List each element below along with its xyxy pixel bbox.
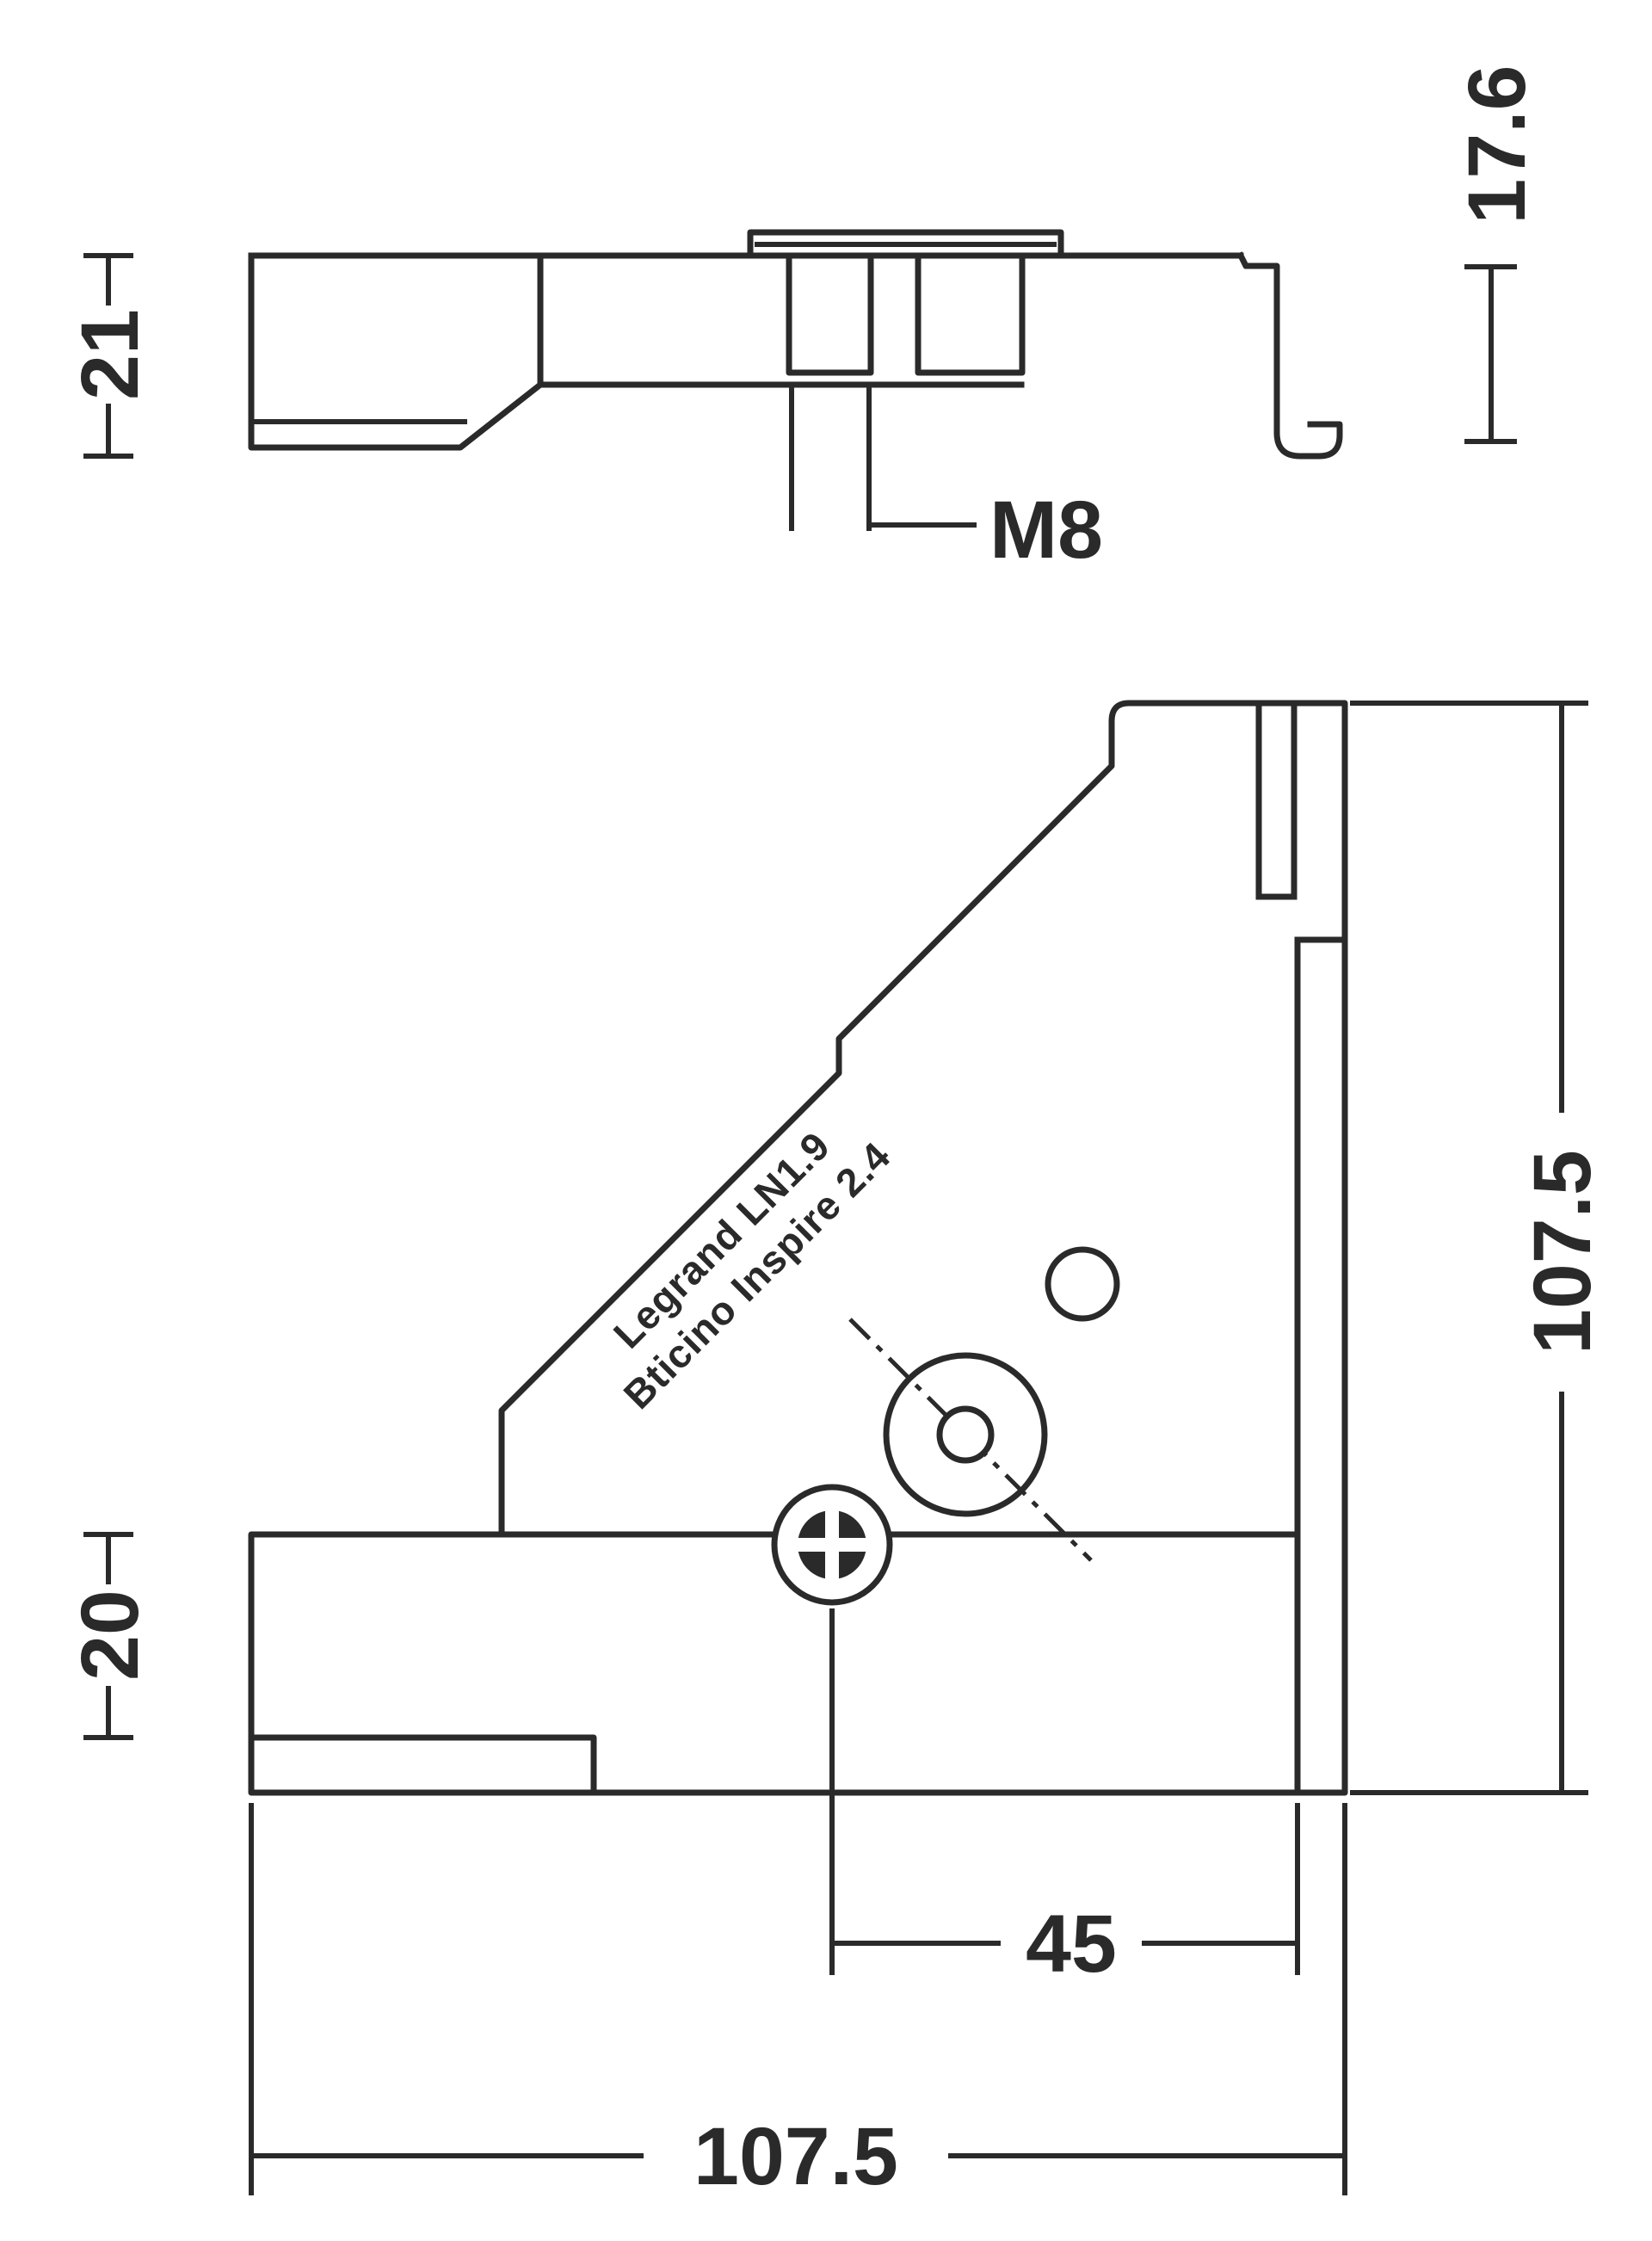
dim-20-label: 20 [65, 1590, 156, 1681]
dim-107r-label: 107.5 [1517, 1150, 1608, 1355]
dim-107b-label: 107.5 [693, 2111, 898, 2202]
profile-boss-1 [786, 252, 874, 376]
dimension-21: 21 [65, 253, 156, 459]
profile-left-block [248, 252, 544, 451]
dim-17-6-label: 17.6 [1452, 65, 1543, 225]
dimension-107-5-right: 107.5 [1350, 701, 1608, 1795]
main-view-front: Legrand LN1.9 Bticino Inspire 2.4 20 107… [65, 700, 1608, 2202]
screw-cross-vertical [825, 1507, 839, 1583]
profile-boss-2 [915, 252, 1026, 376]
profile-raised-tab [747, 229, 1064, 259]
dimension-20: 20 [65, 1532, 156, 1740]
profile-right-hook [1236, 251, 1343, 460]
dimension-45: 45 [829, 1608, 1300, 1990]
large-hole-bore [936, 1405, 995, 1464]
top-slot [1255, 700, 1298, 900]
thread-label: M8 [989, 485, 1103, 576]
top-view-side-profile: M8 21 17.6 [65, 65, 1543, 576]
dimension-107-5-bottom: 107.5 [249, 1803, 1347, 2202]
dim-45-label: 45 [1026, 1898, 1117, 1990]
small-hole [1045, 1246, 1120, 1322]
left-block-step [248, 1734, 597, 1796]
screw-head [771, 1484, 893, 1606]
dim-21-label: 21 [65, 309, 156, 400]
dimension-17-6: 17.6 [1452, 65, 1543, 444]
bracket-outline [248, 700, 1348, 1796]
engraving: Legrand LN1.9 Bticino Inspire 2.4 [605, 1123, 899, 1417]
